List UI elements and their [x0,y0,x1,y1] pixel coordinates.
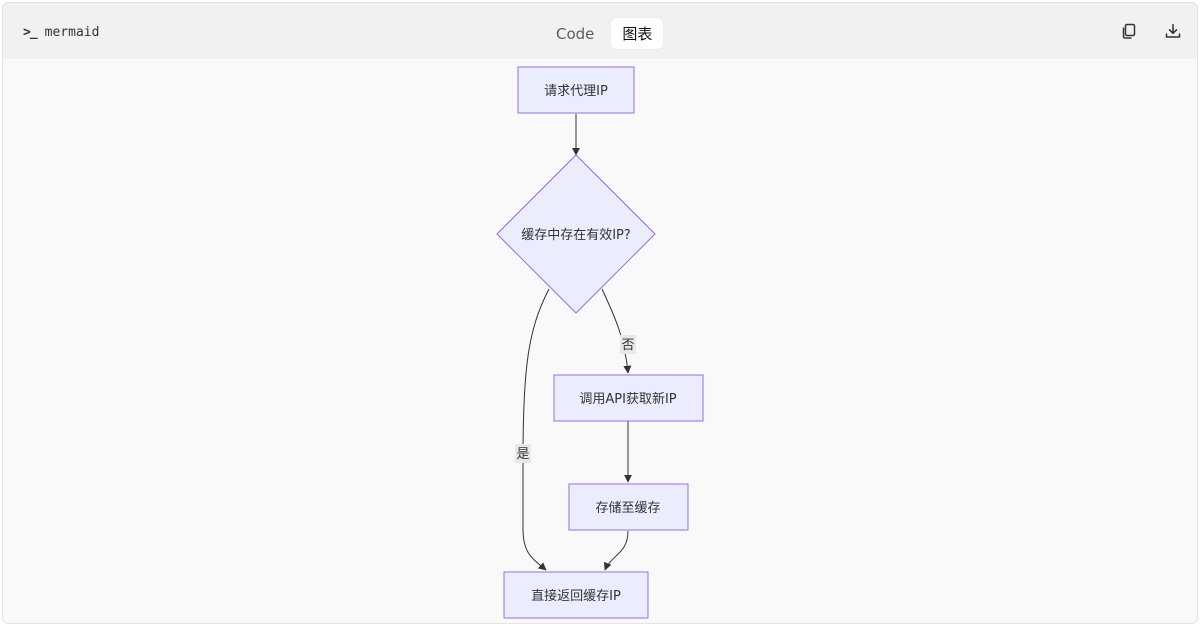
flowchart-diagram: 否 是 请求代理IP 缓存中存在有效IP? 调用API获取新IP 存 [496,66,704,619]
node-decision-label: 缓存中存在有效IP? [521,228,631,243]
download-button[interactable] [1163,21,1183,41]
code-block-toolbar: >_ mermaid Code 图表 [3,3,1197,59]
download-icon [1165,23,1181,38]
edges [522,114,632,571]
language-indicator: >_ mermaid [23,23,99,41]
node-fetch: 调用API获取新IP [553,374,704,422]
edge-decision-to-return [522,288,550,571]
node-return: 直接返回缓存IP [503,571,649,619]
node-decision: 缓存中存在有效IP? [496,154,656,314]
edge-decision-to-fetch [601,288,632,374]
node-request: 请求代理IP [517,66,635,114]
edge-label-no-text: 否 [621,338,634,353]
node-return-label: 直接返回缓存IP [531,588,621,604]
tab-code[interactable]: Code [556,24,595,43]
toolbar-actions [1119,21,1183,41]
diagram-canvas: 否 是 请求代理IP 缓存中存在有效IP? 调用API获取新IP 存 [3,59,1197,623]
edge-label-yes: 是 [515,444,531,463]
node-store-label: 存储至缓存 [595,501,660,516]
copy-icon [1122,23,1136,39]
node-store: 存储至缓存 [568,483,689,531]
tab-diagram[interactable]: 图表 [611,18,664,49]
language-label: mermaid [44,24,100,40]
view-tabs: Code 图表 [545,18,664,49]
node-request-label: 请求代理IP [544,84,608,99]
terminal-prompt-icon: >_ [23,24,38,40]
edge-store-to-return [603,530,629,571]
node-fetch-label: 调用API获取新IP [579,391,676,407]
edge-label-yes-text: 是 [516,447,529,462]
copy-button[interactable] [1119,21,1139,41]
edge-label-no: 否 [620,335,636,354]
